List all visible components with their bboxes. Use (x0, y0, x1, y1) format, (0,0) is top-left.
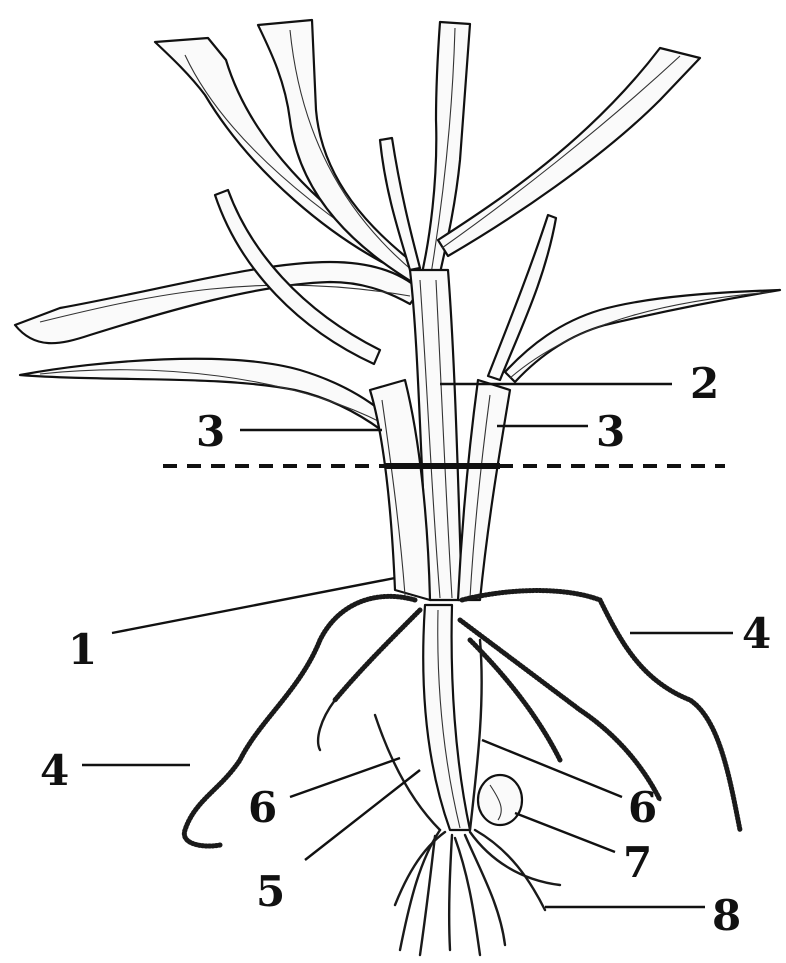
sheath-right (458, 380, 510, 600)
label-8: 8 (712, 891, 741, 940)
label-6-left: 6 (248, 783, 277, 832)
leader-6-left (290, 758, 400, 797)
label-2: 2 (690, 359, 719, 408)
label-5: 5 (256, 867, 285, 916)
lower-stem (375, 605, 522, 830)
label-1: 1 (68, 625, 97, 674)
leader-7 (515, 813, 615, 852)
label-3-left: 3 (196, 407, 225, 456)
label-4-left: 4 (40, 746, 69, 795)
label-6-right: 6 (628, 783, 657, 832)
leader-5 (305, 770, 420, 860)
leaf-right-long (505, 290, 780, 382)
label-7: 7 (623, 838, 652, 887)
leaf-top-center-left (258, 20, 420, 282)
stem (370, 270, 510, 600)
leaves (15, 20, 780, 432)
label-4-right: 4 (742, 609, 771, 658)
seminal-roots (395, 830, 560, 955)
label-3-right: 3 (596, 407, 625, 456)
leaf-left-long (15, 262, 420, 343)
